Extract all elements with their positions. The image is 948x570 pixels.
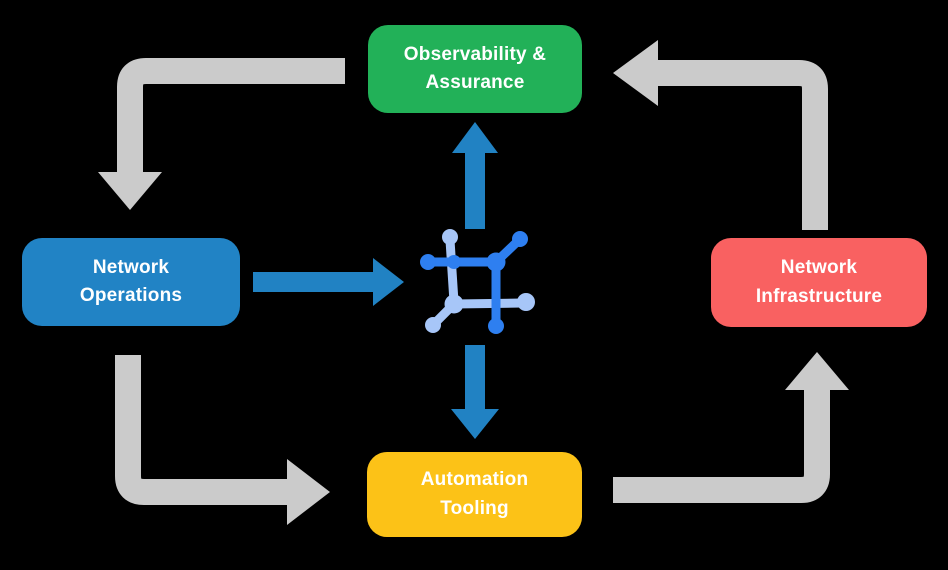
cycle-arrow-observability-to-operations — [98, 58, 345, 210]
arrow-shaft — [465, 345, 485, 411]
arrow-shaft — [658, 60, 828, 230]
node-automation-tooling: Automation Tooling — [367, 452, 582, 537]
node-network-infrastructure: Network Infrastructure — [711, 238, 927, 327]
network-nodes-icon-light-part — [425, 229, 535, 333]
arrow-shaft — [253, 272, 373, 292]
network-nodes-icon — [420, 229, 535, 334]
arrow-operations-to-center — [253, 258, 404, 306]
node-network-operations: Network Operations — [22, 238, 240, 326]
network-nodes-icon-dark-part — [420, 231, 528, 334]
arrowhead-down — [451, 409, 499, 439]
arrowhead-left — [613, 40, 658, 106]
arrow-shaft — [115, 355, 287, 505]
cycle-arrow-automation-to-infrastructure — [613, 352, 849, 503]
node-label: Network Infrastructure — [755, 257, 883, 307]
arrow-center-to-automation — [451, 345, 499, 439]
cycle-arrow-operations-to-automation — [115, 355, 330, 525]
node-label: Automation Tooling — [420, 469, 529, 519]
arrowhead-up — [785, 352, 849, 390]
cycle-arrow-infrastructure-to-observability — [613, 40, 828, 230]
arrowhead-right — [373, 258, 404, 306]
arrow-shaft — [117, 58, 345, 172]
node-label: Observability & Assurance — [403, 43, 547, 94]
arrowhead-up — [452, 122, 498, 153]
arrowhead-down — [98, 172, 162, 210]
node-observability-assurance: Observability & Assurance — [368, 25, 582, 113]
node-label: Network Operations — [79, 256, 183, 307]
arrow-shaft — [613, 390, 830, 503]
arrow-center-to-observability — [452, 122, 498, 229]
arrowhead-right — [287, 459, 330, 525]
arrow-shaft — [465, 151, 485, 229]
